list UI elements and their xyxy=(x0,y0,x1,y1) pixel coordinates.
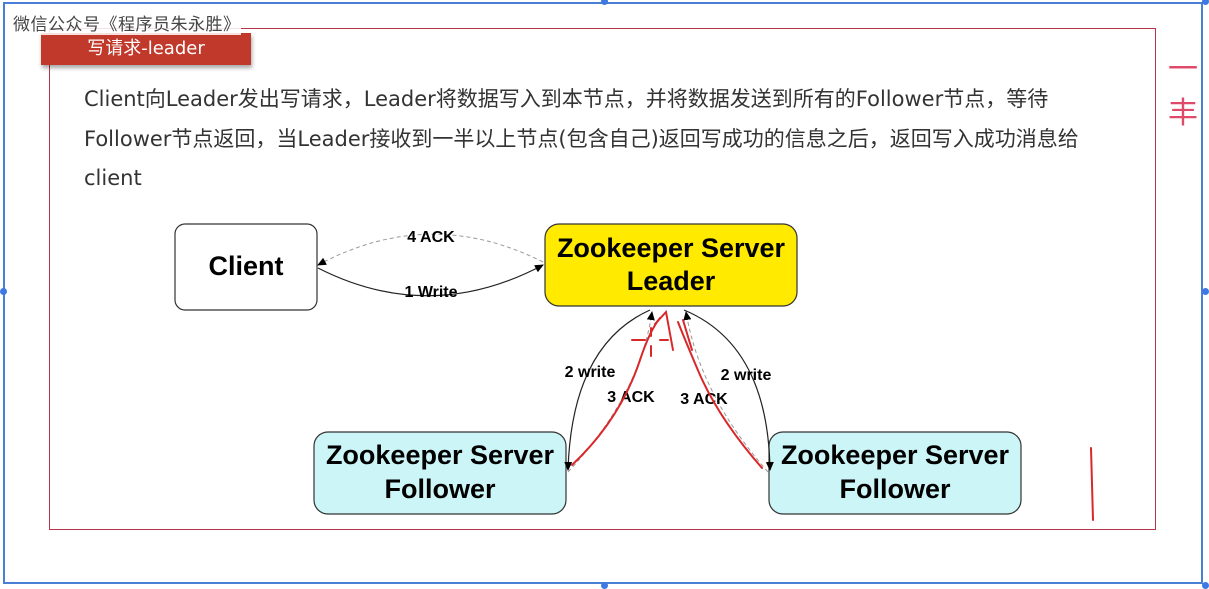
resize-handle-left[interactable] xyxy=(0,288,7,295)
client-node xyxy=(174,223,318,311)
leader-node-line2: Leader xyxy=(627,266,716,296)
write-to-right-label: 2 write xyxy=(721,367,772,384)
follower-right-line2: Follower xyxy=(839,474,950,504)
edge-mark: 一丰 xyxy=(1168,52,1198,131)
follower-left-line2: Follower xyxy=(384,474,495,504)
red-stroke-left xyxy=(571,317,661,466)
resize-handle-right[interactable] xyxy=(1202,288,1209,295)
follower-right-node xyxy=(768,431,1022,515)
red-annotations xyxy=(571,309,1094,521)
watermark: 微信公众号《程序员朱永胜》 xyxy=(13,10,241,35)
ack-from-left-label: 3 ACK xyxy=(607,389,655,406)
write-to-left-label: 2 write xyxy=(565,364,616,381)
client-node-label: Client xyxy=(208,251,283,281)
write-to-leader-arrow xyxy=(317,264,544,297)
resize-handle-top[interactable] xyxy=(601,0,608,5)
red-stroke-right xyxy=(677,321,763,469)
write-to-right-arrow xyxy=(683,309,774,471)
red-stroke-side xyxy=(682,319,693,351)
follower-right-line1: Zookeeper Server xyxy=(781,440,1010,470)
resize-handle-bottom-right[interactable] xyxy=(1202,582,1209,589)
ack-from-right-label: 3 ACK xyxy=(680,391,728,408)
ack-to-client-arrow xyxy=(317,233,544,266)
red-vertical-line xyxy=(1090,447,1094,521)
leader-node xyxy=(544,223,798,307)
ack-to-client-label: 4 ACK xyxy=(407,229,455,246)
ack-from-right-arrow xyxy=(683,311,769,473)
red-stroke-peak xyxy=(654,309,674,351)
follower-left-node xyxy=(313,431,567,515)
slide-border xyxy=(49,28,1156,530)
section-title: 写请求-leader xyxy=(41,33,251,65)
leader-node-line1: Zookeeper Server xyxy=(557,233,786,263)
resize-handle-top-right[interactable] xyxy=(1202,0,1209,5)
description-text: Client向Leader发出写请求，Leader将数据写入到本节点，并将数据发… xyxy=(84,87,1079,190)
write-to-leader-label: 1 Write xyxy=(404,284,457,301)
write-to-left-arrow xyxy=(564,309,651,471)
resize-handle-bottom[interactable] xyxy=(601,582,608,589)
follower-left-line1: Zookeeper Server xyxy=(326,440,555,470)
